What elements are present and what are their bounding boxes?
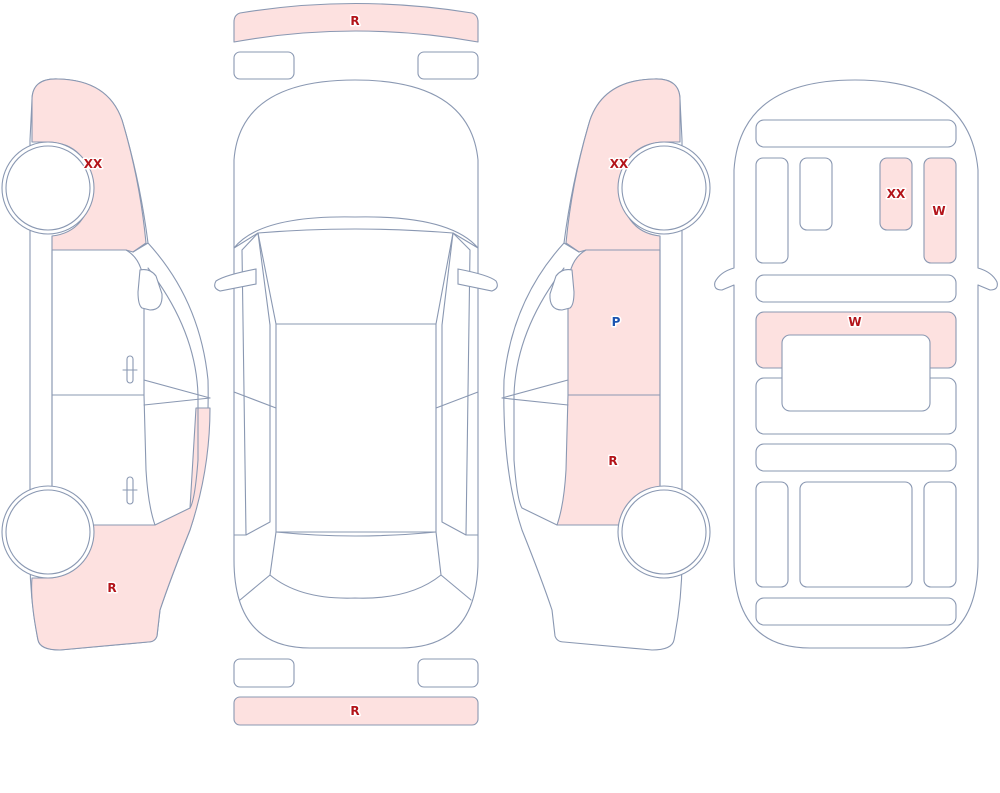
roof-panel[interactable] [275,323,437,533]
right-mirror[interactable] [457,268,498,292]
right-rear-door[interactable] [556,394,661,526]
right-rear-door-code: R [608,454,617,468]
left-rear-wheel-rim [5,489,91,575]
underbody-center-tunnel[interactable] [781,334,931,412]
front-bumper-panel[interactable] [233,2,479,43]
underbody-front-panel-left[interactable] [799,157,833,231]
underbody-front-crossmember[interactable] [755,119,957,148]
left-mirror[interactable] [214,268,257,292]
rear-left-taillight[interactable] [233,658,295,688]
top-view [214,79,498,649]
left-front-fender-code: XX [84,157,103,171]
underbody-view [714,79,998,649]
underbody-crossmember-code: W [848,315,861,329]
underbody-firewall-crossmember[interactable] [755,274,957,303]
right-front-door-code: P [612,315,621,329]
top-view-body[interactable] [233,79,479,649]
right-front-wheel-rim [621,145,707,231]
underbody-left-rail-rear[interactable] [755,481,789,588]
front-bumper-code: R [350,14,359,28]
underbody-right-rail-rear[interactable] [923,481,957,588]
underbody-trunk-floor[interactable] [799,481,913,588]
left-rear-quarter-code: R [107,581,116,595]
underbody-rear-crossmember[interactable] [755,443,957,472]
right-front-fender-code: XX [610,157,629,171]
front-right-headlight[interactable] [417,51,479,80]
rear-bumper-panel[interactable] [233,696,479,726]
left-rear-door[interactable] [51,394,156,526]
underbody-panel-a-code: XX [887,187,906,201]
left-front-wheel-rim [5,145,91,231]
rear-bumper-code: R [350,704,359,718]
underbody-rear-panel[interactable] [755,597,957,626]
underbody-right-rail-front[interactable] [923,157,957,264]
left-side-view [1,78,211,651]
underbody-panel-b-code: W [932,204,945,218]
windshield[interactable] [233,216,479,325]
underbody-front-panel-right[interactable] [879,157,913,231]
underbody-left-rail-front[interactable] [755,157,789,264]
right-side-view [501,78,711,651]
underbody-outline[interactable] [714,79,998,649]
front-left-headlight[interactable] [233,51,295,80]
left-side-mirror[interactable] [137,269,163,311]
right-side-mirror[interactable] [549,269,575,311]
rear-window[interactable] [269,531,442,599]
rear-right-taillight[interactable] [417,658,479,688]
right-rear-wheel-rim [621,489,707,575]
